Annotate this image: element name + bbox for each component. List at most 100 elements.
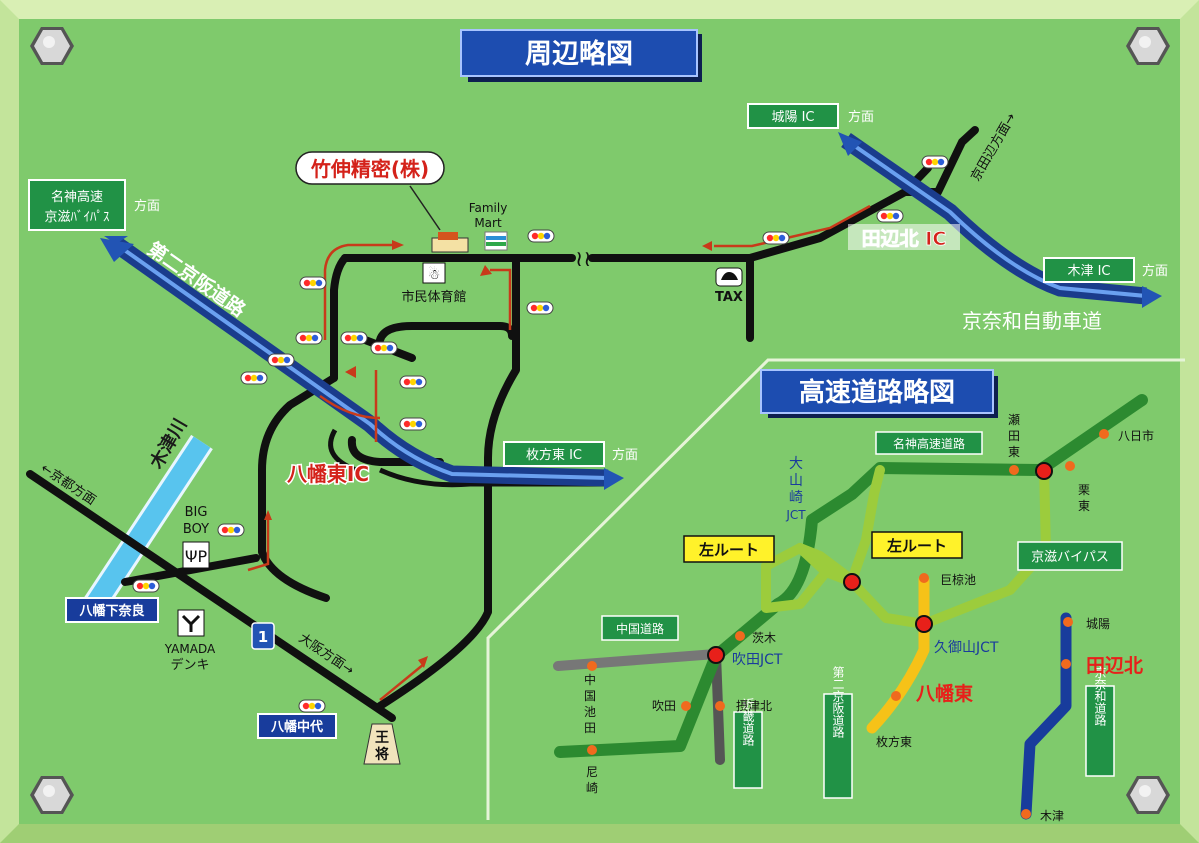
gym-marker: ☃ 市民体育館 <box>401 262 467 305</box>
tanabe-ic-label: 田辺北 IC <box>848 224 960 250</box>
hw-tanabe-kita: 田辺北 <box>1086 655 1143 677</box>
route1-road <box>26 470 396 722</box>
route-arrows <box>264 240 712 668</box>
svg-text:田: 田 <box>584 721 596 735</box>
svg-text:城陽 IC: 城陽 IC <box>771 110 814 125</box>
inset-divider <box>486 358 1185 820</box>
big-boy-marker: BIG BOY ΨΡ <box>182 505 210 569</box>
hw-chugoku-ikeda: 中 国 池 田 <box>584 672 596 735</box>
svg-text:瀬: 瀬 <box>1008 413 1020 427</box>
svg-text:八幡下奈良: 八幡下奈良 <box>78 603 144 619</box>
hw-seta-higashi: 瀬 田 東 <box>1008 413 1020 459</box>
sign-hirakata-ic: 枚方東 IC 方面 <box>503 441 638 467</box>
hw-joyo: 城陽 <box>1086 617 1110 631</box>
kizu-river <box>81 436 211 618</box>
sign-kizu-ic: 木津 IC 方面 <box>1043 257 1168 283</box>
svg-text:方面: 方面 <box>612 447 638 463</box>
highway-interchanges <box>587 429 1109 819</box>
keinawa-label: 京奈和自動車道 <box>962 309 1102 333</box>
sign-yawata-shimonara: 八幡下奈良 <box>65 597 159 623</box>
interchange-ramps <box>328 428 610 488</box>
keinawa-expressway <box>838 132 1162 308</box>
svg-text:左ルート: 左ルート <box>698 541 759 559</box>
highway-map-title: 高速道路略図 <box>760 369 998 418</box>
hw-youkaichi: 八日市 <box>1118 428 1154 443</box>
sign-meishin: 名神高速 京滋ﾊﾞｲﾊﾟｽ 方面 <box>28 179 160 231</box>
family-mart: Family Mart <box>469 201 508 251</box>
hw-oyamazaki-jct: 大 山 崎 JCT <box>785 456 806 522</box>
svg-text:国: 国 <box>584 689 596 703</box>
hw-label-keinawa: 京奈和道路 <box>1085 666 1115 777</box>
svg-text:近畿道路: 近畿道路 <box>741 698 755 747</box>
svg-text:大: 大 <box>789 456 803 472</box>
svg-text:王: 王 <box>375 730 389 746</box>
svg-text:方面: 方面 <box>134 198 160 214</box>
hw-label-kinki: 近畿道路 <box>733 698 763 789</box>
road-break-mark: ≀≀ <box>575 247 592 272</box>
svg-text:方面: 方面 <box>1142 263 1168 279</box>
company-marker: 竹伸精密(株) <box>295 151 469 253</box>
gym-label: 市民体育館 <box>401 289 466 305</box>
svg-text:崎: 崎 <box>586 781 598 795</box>
company-name: 竹伸精密(株) <box>310 157 429 181</box>
highway-junctions <box>707 462 1053 664</box>
svg-text:東: 東 <box>1008 445 1020 459</box>
svg-text:Mart: Mart <box>474 216 502 230</box>
svg-text:栗: 栗 <box>1078 483 1090 497</box>
svg-text:BIG: BIG <box>185 505 208 520</box>
hw-ritto: 栗 東 <box>1078 483 1090 513</box>
hw-suita-jct: 吹田JCT <box>732 652 783 668</box>
svg-text:京滋バイパス: 京滋バイパス <box>1031 550 1109 565</box>
ohsho-marker: 王 将 <box>363 723 401 765</box>
svg-text:田: 田 <box>1008 429 1020 443</box>
svg-text:池: 池 <box>584 705 596 719</box>
svg-text:方面: 方面 <box>848 109 874 125</box>
hw-label-keiji-bypass: 京滋バイパス <box>1017 541 1123 571</box>
svg-text:左ルート: 左ルート <box>886 537 947 555</box>
svg-text:八幡中代: 八幡中代 <box>270 719 323 735</box>
svg-text:枚方東 IC: 枚方東 IC <box>526 447 582 463</box>
svg-text:第二京阪道路: 第二京阪道路 <box>831 666 845 739</box>
sign-joyo-ic: 城陽 IC 方面 <box>747 103 874 129</box>
taxi-icon <box>721 272 738 280</box>
hw-kumiyama-jct: 久御山JCT <box>934 640 999 656</box>
svg-text:木津 IC: 木津 IC <box>1067 264 1110 279</box>
svg-text:BOY: BOY <box>183 522 209 537</box>
hw-hirakata-higashi: 枚方東 <box>876 734 912 749</box>
hw-suita: 吹田 <box>652 699 676 713</box>
gym-icon: ☃ <box>428 266 441 283</box>
hw-label-left-route-2: 左ルート <box>871 531 963 559</box>
svg-text:尼: 尼 <box>586 765 598 779</box>
svg-text:田辺北 IC: 田辺北 IC <box>862 228 947 250</box>
svg-text:京奈和道路: 京奈和道路 <box>1093 666 1107 727</box>
yawata-ic-label: 八幡東IC <box>285 461 370 488</box>
hw-label-meishin: 名神高速道路 <box>875 431 983 455</box>
svg-text:京滋ﾊﾞｲﾊﾟｽ: 京滋ﾊﾞｲﾊﾟｽ <box>44 210 110 225</box>
local-roads <box>26 126 979 722</box>
svg-text:中国道路: 中国道路 <box>616 621 664 636</box>
yamada-marker: YAMADA デンキ <box>164 609 216 673</box>
svg-text:YAMADA: YAMADA <box>164 642 216 656</box>
svg-text:名神高速道路: 名神高速道路 <box>893 436 965 451</box>
area-map-title-text: 周辺略図 <box>525 38 633 70</box>
svg-text:山: 山 <box>789 473 803 489</box>
sign-yawata-nakadai: 八幡中代 <box>257 713 337 739</box>
svg-text:高速道路略図: 高速道路略図 <box>799 377 955 408</box>
svg-text:将: 将 <box>375 746 389 763</box>
board-surface <box>19 19 1180 824</box>
daini-keihan-expressway <box>100 236 624 490</box>
svg-text:中: 中 <box>584 672 596 687</box>
hw-ogura: 巨椋池 <box>940 572 976 587</box>
shop-icon <box>181 614 201 632</box>
hw-amagasaki: 尼 崎 <box>586 765 598 795</box>
svg-text:JCT: JCT <box>785 508 806 522</box>
route-1-shield: 1 <box>251 622 275 650</box>
svg-text:八幡東IC: 八幡東IC <box>287 462 369 486</box>
area-map-title: 周辺略図 <box>460 29 702 82</box>
hw-kizu: 木津 <box>1040 809 1064 823</box>
hw-ibaraki: 茨木 <box>752 631 776 645</box>
access-routes <box>247 204 871 701</box>
restaurant-icon: ΨΡ <box>185 547 208 566</box>
hw-label-chugoku: 中国道路 <box>601 615 679 641</box>
highway-network <box>553 394 1148 820</box>
